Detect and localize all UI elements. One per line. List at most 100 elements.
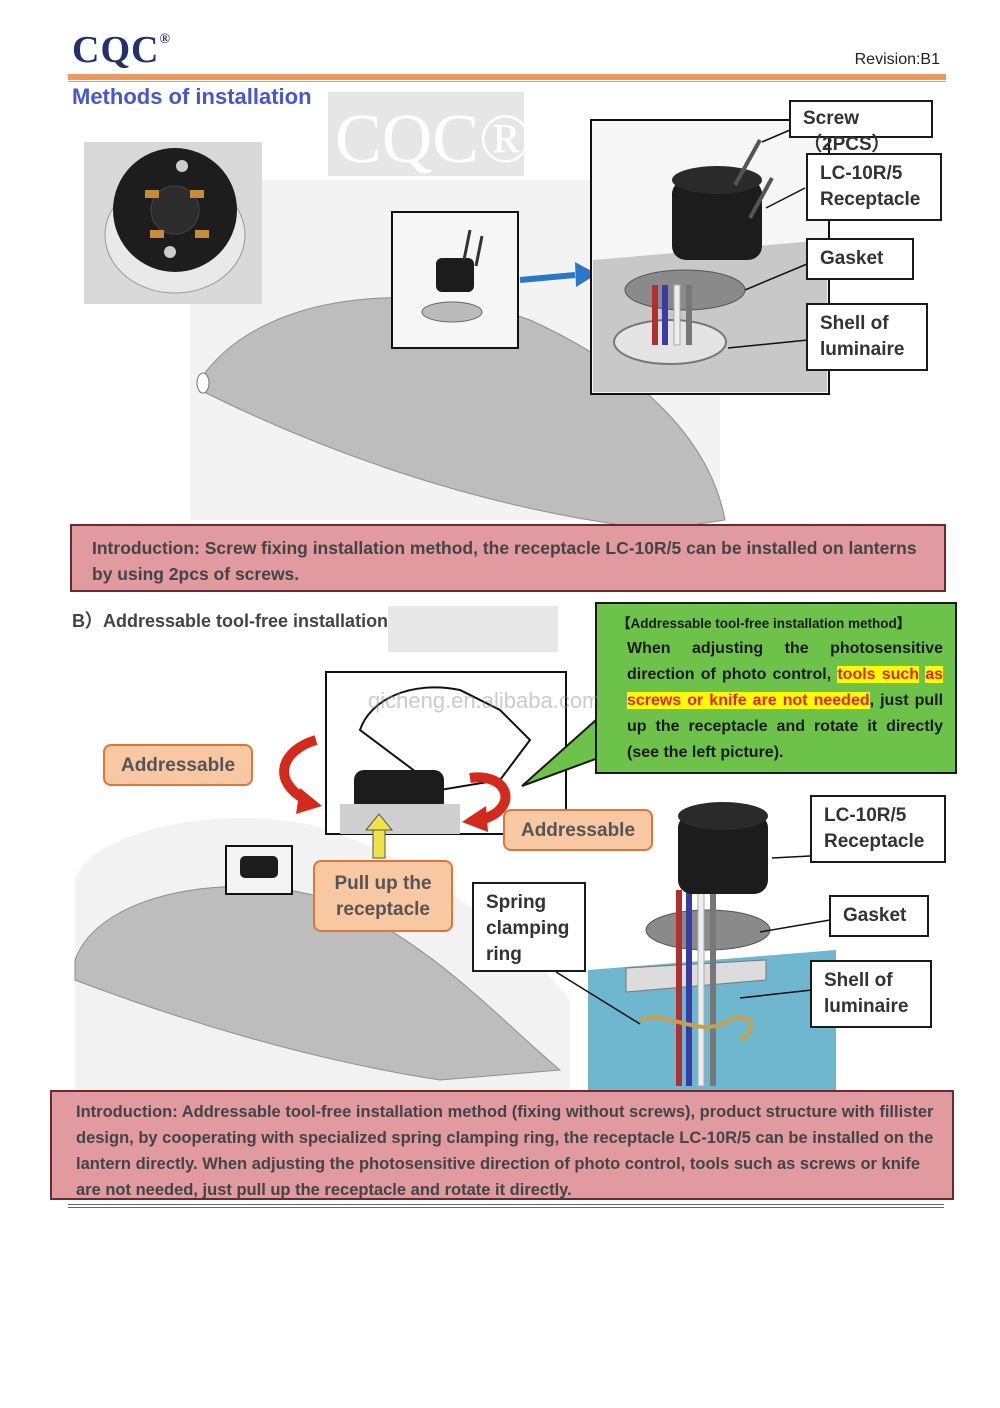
spring-line1: Spring: [486, 892, 547, 913]
screw-installation-illustration: CQC®: [84, 92, 830, 530]
wire-grey: [686, 285, 692, 345]
pull-up-line1: Pull up the: [334, 873, 432, 894]
spring-line2: clamping: [486, 918, 570, 939]
spring-leader: [555, 971, 641, 1025]
blue-arrow-head: [575, 262, 597, 287]
receptacle-label-line2: Receptacle: [820, 189, 921, 210]
rotate-arrow-right-head: [462, 806, 488, 832]
shell-label-line1: Shell of: [820, 313, 889, 334]
b-shell-line1: Shell of: [824, 970, 893, 991]
contact-3: [150, 230, 164, 238]
contact-1: [145, 190, 159, 198]
addressable-left-label: Addressable: [103, 744, 253, 786]
blue-arrow-line: [519, 272, 576, 283]
revision-label: Revision:B1: [854, 51, 940, 68]
small-receptacle: [436, 258, 474, 292]
screw-head-2: [164, 246, 176, 258]
receptacle-label-line1: LC-10R/5: [820, 163, 903, 184]
small-detail-frame: [391, 211, 519, 349]
watermark-logo-block: [328, 92, 524, 176]
contact-2: [190, 190, 204, 198]
assembly-wire-white: [697, 889, 705, 1087]
b-shell-label: Shell of luminaire: [810, 960, 932, 1028]
footer-line-2: [68, 1207, 944, 1208]
addressable-right-label: Addressable: [503, 809, 653, 851]
assembly-wire-red: [676, 890, 682, 1086]
small-shell-hole: [421, 301, 483, 323]
lamp-shell: [74, 886, 562, 1081]
b-receptacle-label: LC-10R/5 Receptacle: [810, 795, 946, 863]
screw-leader: [761, 129, 791, 143]
screw-label: Screw（2PCS）: [789, 100, 933, 155]
callout-body: When adjusting the photosensitive direct…: [617, 636, 944, 766]
tool-free-illustration: [74, 606, 836, 1090]
grasped-receptacle: [354, 770, 444, 812]
b-receptacle-line1: LC-10R/5: [824, 805, 907, 826]
screw-head-1: [176, 160, 188, 172]
pull-up-line2: receptacle: [335, 899, 430, 920]
small-screw-2: [474, 235, 484, 267]
large-receptacle: [672, 180, 762, 260]
watermark-logo-block-2: [388, 606, 558, 652]
spring-line3: ring: [486, 944, 522, 965]
b-gasket-leader: [759, 919, 831, 933]
hand-outline: [358, 686, 532, 792]
watermark-logo-text: CQC®: [335, 101, 532, 178]
footer-line-1: [68, 1204, 944, 1205]
shell-label-line2: luminaire: [820, 339, 905, 360]
cqc-logo: CQC®: [72, 29, 171, 71]
gasket-label: Gasket: [806, 238, 914, 280]
assembly-wire-grey: [710, 890, 716, 1086]
callout-highlight-1: tools such: [837, 666, 920, 683]
receptacle-label: LC-10R/5 Receptacle: [806, 153, 942, 221]
small-screw-1: [462, 229, 472, 261]
rotate-arrow-right: [469, 772, 511, 825]
spring-clamping-ring: [639, 1015, 753, 1042]
large-shell-hole: [613, 319, 727, 365]
wire-red: [652, 285, 658, 345]
shell-leader: [727, 339, 809, 349]
pull-up-label: Pull up the receptacle: [313, 860, 453, 932]
contact-4: [195, 230, 209, 238]
watermark-url: qicheng.en.alibaba.com: [368, 688, 601, 713]
tool-free-intro: Introduction: Addressable tool-free inst…: [50, 1090, 954, 1200]
receptacle-photo-center: [150, 185, 200, 235]
callout-title: 【Addressable tool-free installation meth…: [617, 616, 911, 631]
assembly-gasket: [645, 909, 771, 951]
pull-arrow-head: [364, 813, 394, 831]
luminaire-edge: [196, 372, 210, 394]
gasket-leader: [744, 263, 808, 291]
hand-frame-shell: [340, 804, 460, 834]
b-receptacle-line2: Receptacle: [824, 831, 925, 852]
wire-blue: [662, 285, 668, 345]
tiny-receptacle: [240, 856, 278, 878]
b-shell-line2: luminaire: [824, 996, 909, 1017]
assembly-shell-lip: [625, 959, 767, 993]
wire-white: [673, 284, 681, 346]
rotate-arrow-left-head: [296, 788, 322, 814]
header-divider-thin: [68, 81, 946, 82]
large-shell-surface: [593, 240, 827, 392]
b-gasket-label: Gasket: [829, 895, 929, 937]
shell-label: Shell of luminaire: [806, 303, 928, 371]
receptacle-leader: [765, 187, 806, 209]
b-shell-leader: [739, 989, 813, 999]
assembly-receptacle-top: [678, 802, 768, 830]
spring-label: Spring clamping ring: [472, 882, 586, 972]
callout-text-2: , just pull up the receptacle and rotate…: [627, 692, 944, 761]
assembly-wire-blue: [686, 890, 692, 1086]
assembly-receptacle: [678, 814, 768, 894]
large-screw-1: [733, 139, 762, 186]
rotate-arrow-left: [279, 735, 318, 805]
screw-method-intro: Introduction: Screw fixing installation …: [70, 524, 946, 592]
large-gasket: [624, 269, 746, 311]
header-divider: [68, 74, 946, 80]
page-title: Methods of installation: [72, 84, 312, 109]
callout-text-1: When adjusting the photosensitive direct…: [627, 640, 943, 683]
tool-free-callout: 【Addressable tool-free installation meth…: [595, 602, 957, 774]
pull-arrow-shaft: [372, 827, 386, 859]
section-b-heading: B）Addressable tool-free installation met…: [72, 611, 465, 631]
b-receptacle-leader: [771, 855, 811, 859]
large-screw-2: [748, 177, 774, 219]
large-receptacle-top: [672, 166, 762, 194]
